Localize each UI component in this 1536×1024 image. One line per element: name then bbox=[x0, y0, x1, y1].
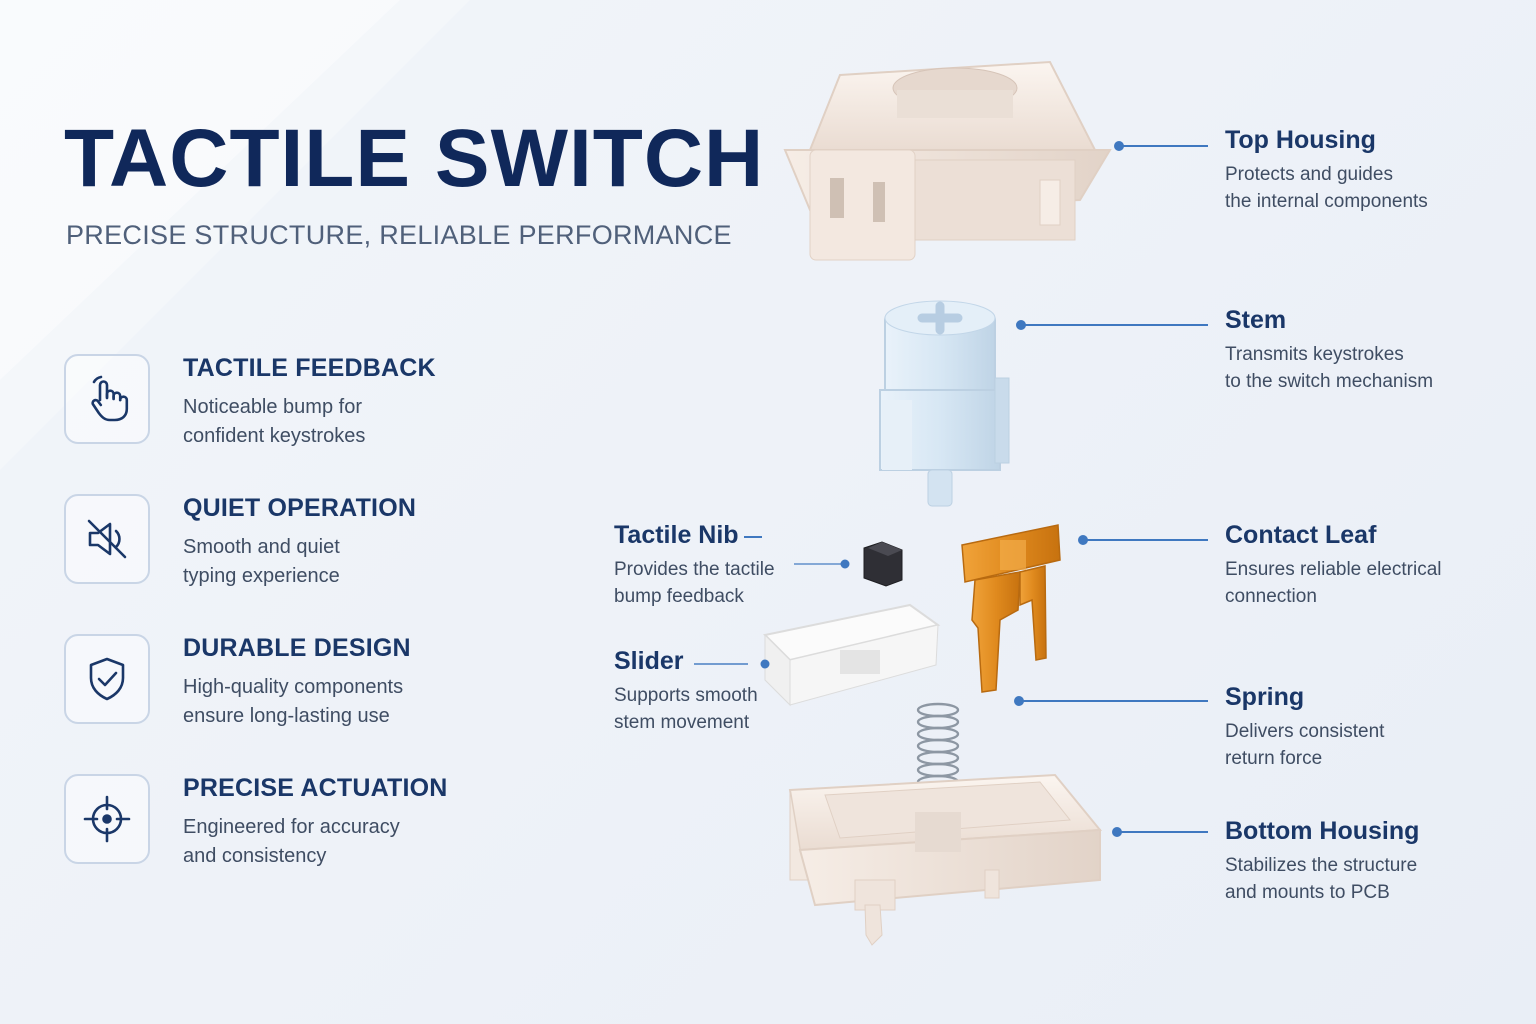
callout-line-1: Ensures reliable electrical bbox=[1225, 558, 1442, 580]
shield-check-icon bbox=[64, 634, 150, 724]
callout-line-1: Provides the tactile bbox=[614, 558, 775, 580]
callout-spring: Spring Delivers consistent return force bbox=[1225, 683, 1385, 772]
leader-lines bbox=[694, 141, 1208, 837]
callout-title: Spring bbox=[1225, 683, 1305, 711]
callout-line-2: the internal components bbox=[1225, 190, 1428, 212]
leader-dot-top-housing bbox=[1114, 141, 1124, 151]
leader-dot-bottom-housing bbox=[1112, 827, 1122, 837]
callout-line-1: Stabilizes the structure bbox=[1225, 854, 1418, 876]
feature-description-line-1: Noticeable bump for bbox=[183, 396, 362, 418]
feature-title: PRECISE ACTUATION bbox=[183, 774, 448, 802]
leader-dot-spring bbox=[1014, 696, 1024, 706]
feature-precise-actuation: PRECISE ACTUATION Engineered for accurac… bbox=[64, 774, 524, 867]
leader-dot-stem bbox=[1016, 320, 1026, 330]
feature-description-line-2: ensure long-lasting use bbox=[183, 705, 390, 727]
callout-title: Stem bbox=[1225, 306, 1287, 334]
feature-durable-design: DURABLE DESIGN High-quality components e… bbox=[64, 634, 524, 727]
feature-description-line-1: Smooth and quiet bbox=[183, 536, 340, 558]
feature-title: TACTILE FEEDBACK bbox=[183, 354, 436, 382]
callout-slider: Slider Supports smooth stem movement bbox=[614, 647, 758, 736]
callout-tactile-nib: Tactile Nib Provides the tactile bump fe… bbox=[614, 521, 775, 610]
callout-title: Contact Leaf bbox=[1225, 521, 1377, 549]
page-subtitle: PRECISE STRUCTURE, RELIABLE PERFORMANCE bbox=[66, 220, 732, 250]
callout-stem: Stem Transmits keystrokes to the switch … bbox=[1225, 306, 1434, 395]
crosshair-target-icon bbox=[64, 774, 150, 864]
callout-line-1: Delivers consistent bbox=[1225, 720, 1385, 742]
callout-line-2: stem movement bbox=[614, 711, 750, 733]
callout-line-2: to the switch mechanism bbox=[1225, 370, 1434, 392]
callout-bottom-housing: Bottom Housing Stabilizes the structure … bbox=[1225, 817, 1420, 906]
stem-part bbox=[879, 300, 1010, 507]
feature-description-line-1: Engineered for accuracy bbox=[183, 816, 400, 838]
callout-line-2: and mounts to PCB bbox=[1225, 881, 1390, 903]
leader-dot-slider bbox=[760, 659, 770, 669]
contact-leaf-part bbox=[961, 524, 1061, 693]
callout-line-2: connection bbox=[1225, 585, 1317, 607]
callout-line-1: Protects and guides bbox=[1225, 163, 1393, 185]
feature-description-line-1: High-quality components bbox=[183, 676, 404, 698]
tactile-nib-part bbox=[863, 541, 903, 587]
leader-dot-contact-leaf bbox=[1078, 535, 1088, 545]
bottom-housing-part bbox=[788, 773, 1103, 946]
callout-line-1: Supports smooth bbox=[614, 684, 758, 706]
top-housing-part bbox=[783, 60, 1112, 261]
feature-title: QUIET OPERATION bbox=[183, 494, 417, 522]
pointing-hand-icon bbox=[64, 354, 150, 444]
callout-title: Bottom Housing bbox=[1225, 817, 1420, 845]
callout-title: Slider bbox=[614, 647, 684, 675]
callout-line-1: Transmits keystrokes bbox=[1225, 343, 1404, 365]
feature-title: DURABLE DESIGN bbox=[183, 634, 411, 662]
callout-title: Top Housing bbox=[1225, 126, 1376, 154]
callout-line-2: return force bbox=[1225, 747, 1323, 769]
callout-line-2: bump feedback bbox=[614, 585, 744, 607]
callout-contact-leaf: Contact Leaf Ensures reliable electrical… bbox=[1225, 521, 1442, 610]
feature-quiet-operation: QUIET OPERATION Smooth and quiet typing … bbox=[64, 494, 524, 587]
slider-part bbox=[762, 603, 941, 707]
feature-description-line-2: and consistency bbox=[183, 845, 327, 867]
leader-dot-tactile-nib bbox=[840, 559, 850, 569]
callout-title: Tactile Nib bbox=[614, 521, 739, 549]
page-title: TACTILE SWITCH bbox=[64, 113, 765, 204]
feature-tactile-feedback: TACTILE FEEDBACK Noticeable bump for con… bbox=[64, 354, 524, 447]
feature-description-line-2: typing experience bbox=[183, 565, 340, 587]
callout-top-housing: Top Housing Protects and guides the inte… bbox=[1225, 126, 1428, 215]
muted-speaker-icon bbox=[64, 494, 150, 584]
feature-description-line-2: confident keystrokes bbox=[183, 425, 366, 447]
